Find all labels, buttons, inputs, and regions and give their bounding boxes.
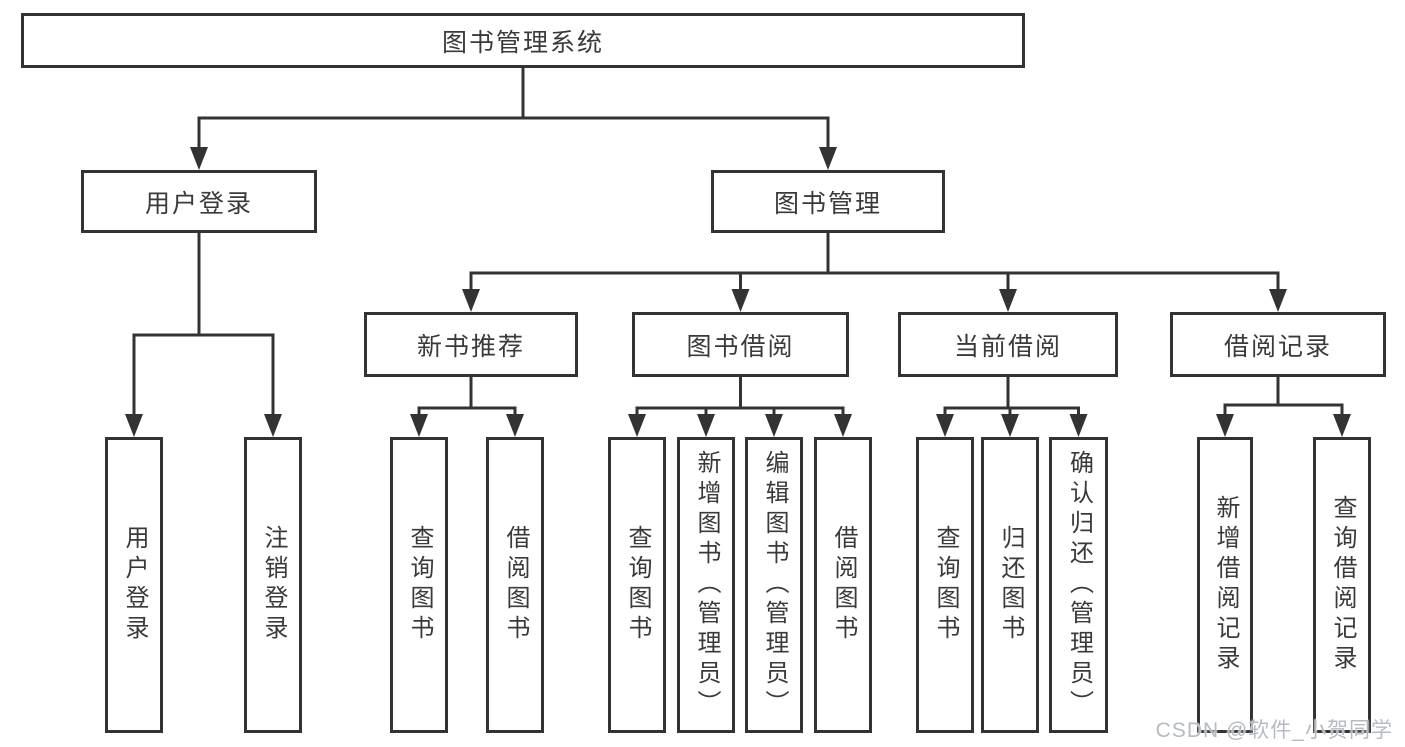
arrowhead-icon [999, 289, 1017, 312]
node-label: 图书管理 [773, 189, 882, 218]
node-br-add: 新增借阅记录 [1197, 437, 1253, 733]
arrowhead-icon [506, 414, 524, 437]
node-label: 用户登录 [144, 189, 253, 218]
node-logout: 注销登录 [244, 437, 302, 733]
arrowhead-icon [264, 414, 282, 437]
node-label: 借阅记录 [1223, 332, 1332, 361]
node-bb-query: 查询图书 [608, 437, 666, 733]
arrowhead-icon [410, 414, 428, 437]
node-label: 借阅图书 [502, 525, 529, 645]
node-nb-borrow: 借阅图书 [486, 437, 544, 733]
node-book-mgmt: 图书管理 [711, 170, 945, 233]
node-root: 图书管理系统 [21, 13, 1025, 68]
node-label: 查询图书 [406, 525, 433, 645]
arrowhead-icon [1269, 289, 1287, 312]
arrowhead-icon [1001, 414, 1019, 437]
node-current-borrow: 当前借阅 [898, 312, 1118, 377]
arrowhead-icon [1216, 414, 1234, 437]
node-label: 查询图书 [624, 525, 651, 645]
arrowhead-icon [190, 147, 208, 170]
arrowhead-icon [462, 289, 480, 312]
node-nb-query: 查询图书 [390, 437, 448, 733]
node-label: 确认归还（管理员） [1065, 450, 1093, 720]
node-label: 归还图书 [997, 525, 1024, 645]
arrowhead-icon [697, 414, 715, 437]
arrowhead-icon [834, 414, 852, 437]
arrowhead-icon [1069, 414, 1088, 437]
node-label: 注销登录 [260, 525, 287, 645]
node-login: 用户登录 [105, 437, 163, 733]
node-label: 用户登录 [121, 525, 148, 645]
node-cb-query: 查询图书 [916, 437, 974, 733]
watermark: CSDN @软件_小贺同学 [1155, 719, 1393, 742]
node-new-book: 新书推荐 [364, 312, 578, 377]
node-user-login-menu: 用户登录 [81, 170, 317, 233]
node-bb-borrow: 借阅图书 [814, 437, 872, 733]
node-cb-return: 归还图书 [981, 437, 1039, 733]
node-label: 查询图书 [932, 525, 959, 645]
arrowhead-icon [1333, 414, 1351, 437]
node-label: 新增借阅记录 [1212, 495, 1239, 675]
arrowhead-icon [819, 147, 837, 170]
arrowhead-icon [125, 414, 143, 437]
node-br-query: 查询借阅记录 [1313, 437, 1371, 733]
node-label: 编辑图书（管理员） [761, 450, 788, 720]
node-book-borrow: 图书借阅 [632, 312, 849, 377]
arrowhead-icon [628, 414, 646, 437]
node-label: 当前借阅 [953, 332, 1062, 361]
node-label: 图书管理系统 [441, 28, 604, 57]
node-bb-add: 新增图书（管理员） [677, 437, 735, 733]
node-label: 新增图书（管理员） [693, 450, 720, 720]
node-cb-confirm: 确认归还（管理员） [1049, 437, 1108, 733]
arrowhead-icon [731, 289, 750, 312]
node-borrow-records: 借阅记录 [1170, 312, 1386, 377]
arrowhead-icon [936, 414, 954, 437]
node-label: 图书借阅 [686, 332, 795, 361]
node-bb-edit: 编辑图书（管理员） [745, 437, 803, 733]
node-label: 新书推荐 [416, 332, 525, 361]
node-label: 查询借阅记录 [1329, 495, 1356, 675]
node-label: 借阅图书 [830, 525, 857, 645]
arrowhead-icon [765, 414, 783, 437]
